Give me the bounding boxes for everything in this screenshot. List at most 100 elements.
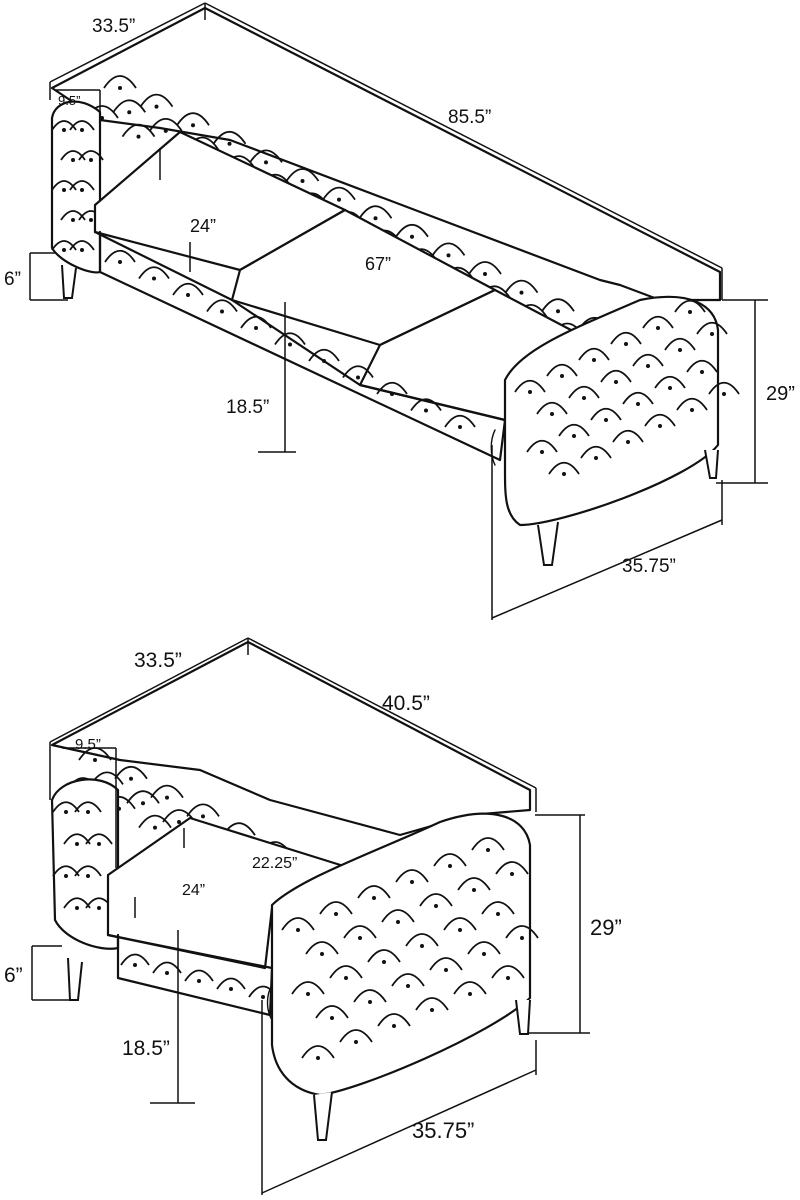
- tuft-scallop: [60, 210, 86, 221]
- tuft-button: [390, 392, 394, 396]
- tuft-button: [368, 1000, 372, 1004]
- tuft-button: [410, 234, 414, 239]
- tuft-scallop: [358, 205, 393, 219]
- tuft-scallop: [274, 332, 306, 346]
- tuft-button: [434, 904, 438, 908]
- tuft-scallop: [676, 397, 708, 411]
- tuft-button: [392, 1024, 396, 1028]
- loveseat-dimension-lines: [31, 637, 590, 1195]
- tuft-button: [264, 160, 268, 165]
- tuft-scallop: [610, 331, 642, 345]
- tuft-button: [154, 104, 159, 109]
- tuft-scallop: [138, 266, 170, 280]
- tuft-button: [700, 370, 704, 374]
- tuft-scallop: [467, 941, 501, 955]
- tuft-scallop: [377, 1013, 411, 1027]
- sofa-back-thickness-label: 9.5”: [58, 93, 80, 108]
- tuft-scallop: [504, 279, 539, 294]
- sofa-total-height-label: 29”: [766, 383, 795, 405]
- tuft-scallop: [674, 299, 706, 313]
- tuft-button: [482, 952, 486, 956]
- sofa-drawing: 33.5” 9.5” 85.5” 24” 67” 6” 18.5” 29” 35…: [4, 2, 795, 620]
- tuft-button: [496, 912, 500, 916]
- tuft-scallop: [216, 977, 246, 990]
- sofa-depth-label: 33.5”: [92, 16, 135, 37]
- tuft-scallop: [541, 298, 575, 312]
- tuft-button: [510, 872, 514, 876]
- tuft-button: [354, 1040, 358, 1044]
- tuft-button: [448, 864, 452, 868]
- loveseat-seat-width-label: 22.25”: [252, 855, 297, 872]
- tuft-button: [62, 248, 66, 252]
- tuft-button: [316, 1056, 320, 1060]
- loveseat-back: [50, 640, 532, 837]
- sofa-left-arm: [50, 100, 102, 274]
- tuft-scallop: [558, 423, 590, 437]
- tuft-button: [430, 1008, 434, 1012]
- loveseat-leg-right: [515, 999, 531, 1035]
- sofa-leg-height-label: 6”: [4, 269, 21, 290]
- loveseat-right-arm: [270, 812, 532, 1097]
- tuft-button: [75, 842, 79, 846]
- tuft-button: [722, 392, 726, 396]
- tuft-button: [373, 216, 378, 221]
- tuft-button: [71, 218, 75, 222]
- tuft-button: [191, 123, 195, 128]
- tuft-scallop: [249, 149, 283, 163]
- tuft-scallop: [51, 240, 77, 251]
- tuft-button: [136, 134, 141, 139]
- tuft-button: [254, 326, 258, 330]
- tuft-button: [646, 364, 650, 368]
- tuft-button: [472, 888, 476, 892]
- loveseat-leg-front: [313, 1091, 333, 1141]
- tuft-button: [656, 326, 660, 330]
- tuft-button: [658, 424, 662, 428]
- tuft-scallop: [60, 150, 86, 161]
- tuft-button: [540, 450, 544, 454]
- tuft-button: [678, 348, 682, 352]
- tuft-button: [382, 960, 386, 964]
- tuft-scallop: [104, 249, 136, 263]
- tuft-button: [129, 776, 133, 781]
- tuft-button: [506, 976, 510, 980]
- tuft-button: [690, 408, 694, 412]
- tuft-button: [668, 386, 672, 390]
- tuft-button: [519, 290, 524, 295]
- tuft-scallop: [395, 223, 429, 238]
- tuft-button: [163, 128, 168, 133]
- tuft-scallop: [367, 949, 401, 963]
- tuft-scallop: [708, 381, 740, 395]
- tuft-button: [64, 810, 68, 814]
- tuft-button: [306, 992, 310, 996]
- tuft-button: [153, 825, 157, 830]
- tuft-scallop: [471, 837, 505, 851]
- tuft-button: [444, 968, 448, 972]
- tuft-scallop: [112, 99, 146, 113]
- tuft-button: [410, 880, 414, 884]
- tuft-button: [86, 810, 90, 814]
- tuft-button: [572, 434, 576, 438]
- tuft-scallop: [69, 120, 95, 131]
- tuft-scallop: [319, 901, 353, 915]
- tuft-scallop: [580, 445, 612, 459]
- tuft-button: [688, 310, 692, 314]
- tuft-button: [197, 979, 201, 983]
- tuft-scallop: [285, 168, 320, 182]
- tuft-button: [337, 197, 341, 202]
- tuft-scallop: [381, 909, 415, 923]
- tuft-button: [624, 342, 628, 346]
- loveseat-arm-depth-label: 35.75”: [412, 1118, 474, 1143]
- tuft-button: [424, 408, 428, 413]
- tuft-scallop: [342, 365, 374, 379]
- tuft-button: [165, 795, 169, 800]
- tuft-scallop: [664, 337, 696, 351]
- tuft-scallop: [419, 893, 453, 907]
- tuft-scallop: [138, 814, 172, 829]
- tuft-scallop: [686, 359, 718, 373]
- tuft-scallop: [468, 261, 502, 275]
- tuft-scallop: [405, 933, 439, 947]
- tuft-scallop: [206, 299, 238, 313]
- tuft-scallop: [632, 353, 664, 367]
- tuft-scallop: [481, 901, 515, 915]
- sofa-dimension-lines: [29, 2, 768, 620]
